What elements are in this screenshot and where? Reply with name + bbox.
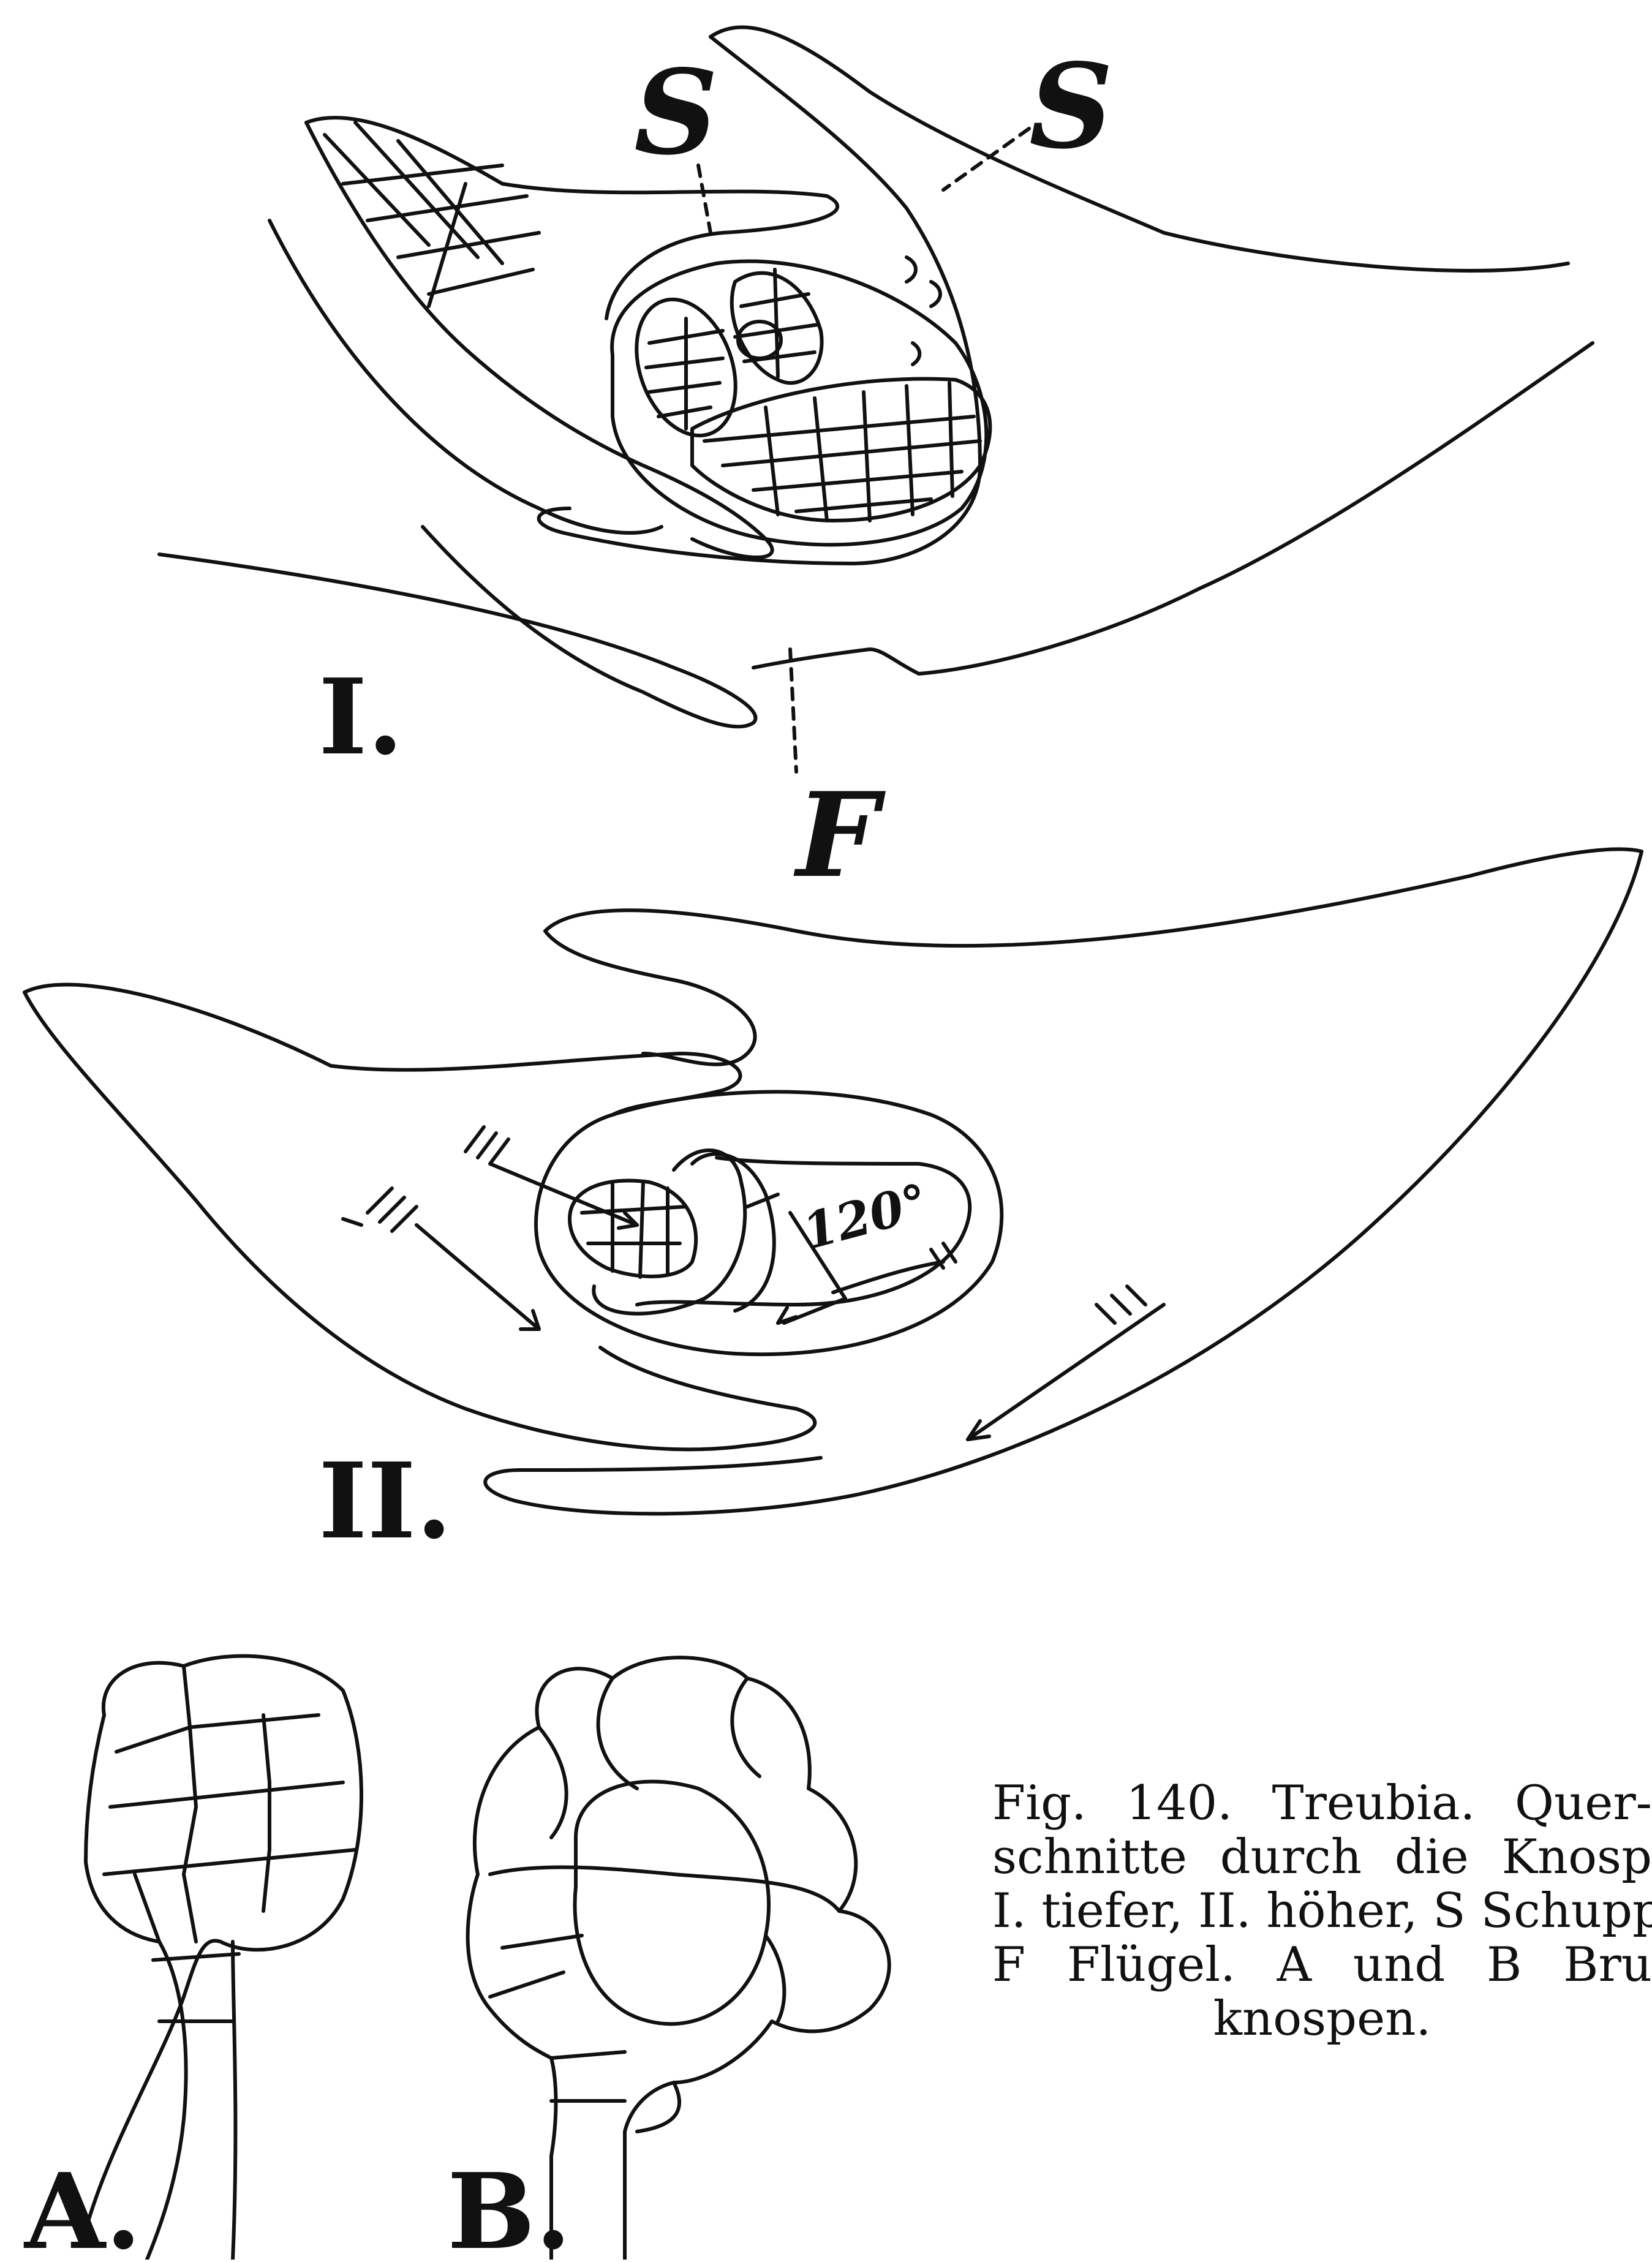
- scale-label-left: S: [634, 44, 718, 181]
- caption-line-1: Fig. 140. Treubia. Quer-: [992, 1776, 1652, 1830]
- gemma-b-label: B.: [447, 2151, 571, 2260]
- section-two-drawing: [25, 849, 1642, 1514]
- gemma-a-label: A.: [23, 2151, 141, 2260]
- wing-label: F: [793, 767, 886, 903]
- caption-line-5: knospen.: [992, 1992, 1652, 2046]
- caption-line-4: F Flügel. A und B Bru: [992, 1938, 1652, 1992]
- scale-label-right: S: [1029, 38, 1113, 175]
- section-two-label: II.: [319, 1440, 452, 1563]
- angle-label: 120°: [797, 1172, 934, 1261]
- caption-line-3: I. tiefer, II. höher, S Schuppe: [992, 1884, 1652, 1938]
- figure-caption: Fig. 140. Treubia. Quer- schnitte durch …: [992, 1776, 1652, 2046]
- section-one-label: I.: [319, 656, 404, 779]
- caption-line-2: schnitte durch die Knosp: [992, 1830, 1652, 1884]
